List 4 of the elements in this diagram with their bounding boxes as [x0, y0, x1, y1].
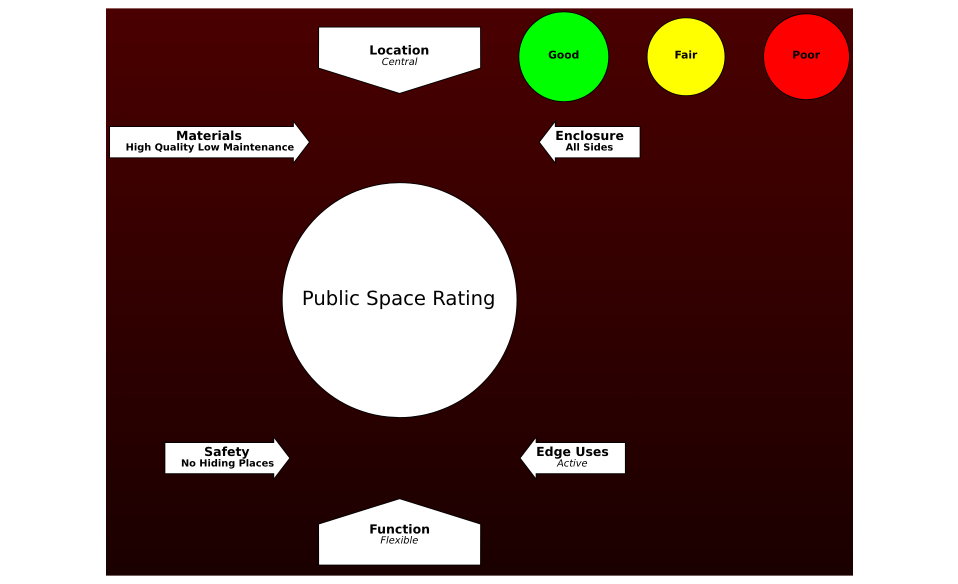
node-circle: Public Space Rating — [281, 182, 517, 418]
legend-label: Fair — [674, 48, 697, 62]
legend-label: Poor — [792, 48, 820, 62]
legend-label: Good — [548, 48, 579, 62]
